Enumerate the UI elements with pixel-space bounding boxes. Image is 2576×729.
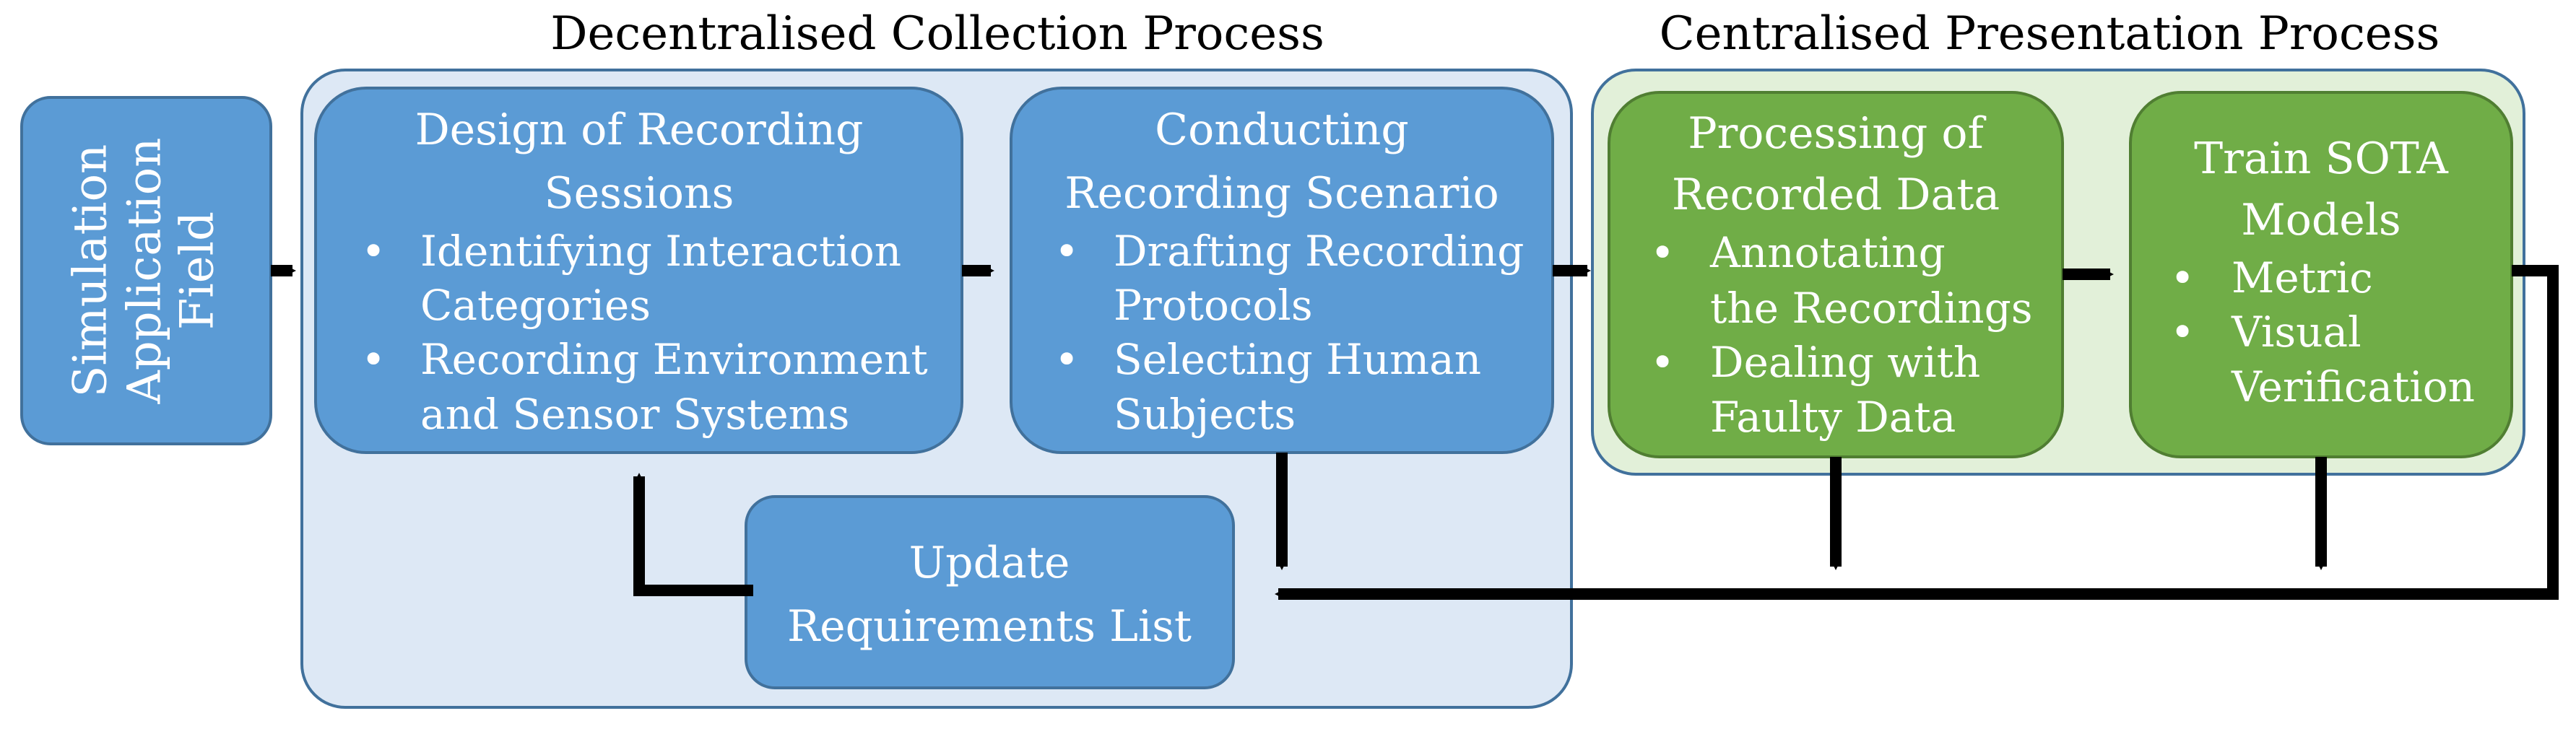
train-bullet-2-marker: •	[2170, 307, 2195, 357]
processing-bullet-1-line-1: Annotating	[1709, 228, 1946, 277]
simulation-line-1: Simulation	[64, 144, 118, 398]
processing-bullet-2-marker: •	[1650, 338, 1675, 387]
conducting-title-1: Conducting	[1155, 105, 1409, 155]
update-title-2: Requirements List	[787, 601, 1192, 652]
conducting-bullet-2-line-2: Subjects	[1114, 390, 1296, 439]
train-feedback-line	[1275, 265, 2559, 600]
processing-bullet-2-line-1: Dealing with	[1710, 338, 1980, 387]
design-bullet-2-marker: •	[361, 335, 386, 384]
design-bullet-1-line-2: Categories	[420, 281, 651, 330]
train-bullet-2-line-2: Verification	[2231, 362, 2475, 411]
train-title-1: Train SOTA	[2194, 134, 2448, 184]
conducting-bullet-1-line-2: Protocols	[1114, 281, 1313, 330]
conducting-bullet-2-marker: •	[1054, 335, 1079, 384]
design-title-1: Design of Recording	[415, 105, 864, 155]
design-bullet-1-marker: •	[361, 227, 386, 276]
simulation-line-2: Application	[118, 137, 172, 404]
conducting-bullet-2-line-1: Selecting Human	[1114, 335, 1481, 384]
arrow-update-to-design	[633, 473, 753, 596]
train-bullet-1-line-1: Metric	[2232, 253, 2373, 302]
processing-title-1: Processing of	[1688, 108, 1986, 159]
update-title-1: Update	[909, 538, 1070, 588]
update-box	[745, 495, 1235, 689]
design-bullet-1-line-1: Identifying Interaction	[420, 227, 901, 276]
simulation-label: Simulation Application Field	[64, 137, 225, 404]
conducting-title-2: Recording Scenario	[1064, 168, 1499, 219]
section-title-decentralised: Decentralised Collection Process	[550, 7, 1324, 61]
train-title-2: Models	[2241, 195, 2401, 245]
conducting-bullet-1-line-1: Drafting Recording	[1114, 227, 1524, 276]
design-bullet-2-line-1: Recording Environment	[420, 335, 928, 384]
simulation-line-3: Field	[171, 211, 225, 330]
processing-bullet-1-marker: •	[1650, 228, 1675, 277]
processing-title-2: Recorded Data	[1672, 170, 2000, 220]
processing-bullet-1-line-2: the Recordings	[1710, 284, 2032, 333]
conducting-bullet-1-marker: •	[1054, 227, 1079, 276]
design-bullet-2-line-2: and Sensor Systems	[420, 390, 849, 439]
train-bullet-1-marker: •	[2170, 253, 2195, 302]
design-title-2: Sessions	[545, 168, 734, 219]
train-bullet-2-line-1: Visual	[2231, 307, 2362, 357]
section-title-centralised: Centralised Presentation Process	[1660, 7, 2440, 61]
processing-bullet-2-line-2: Faulty Data	[1710, 393, 1956, 442]
